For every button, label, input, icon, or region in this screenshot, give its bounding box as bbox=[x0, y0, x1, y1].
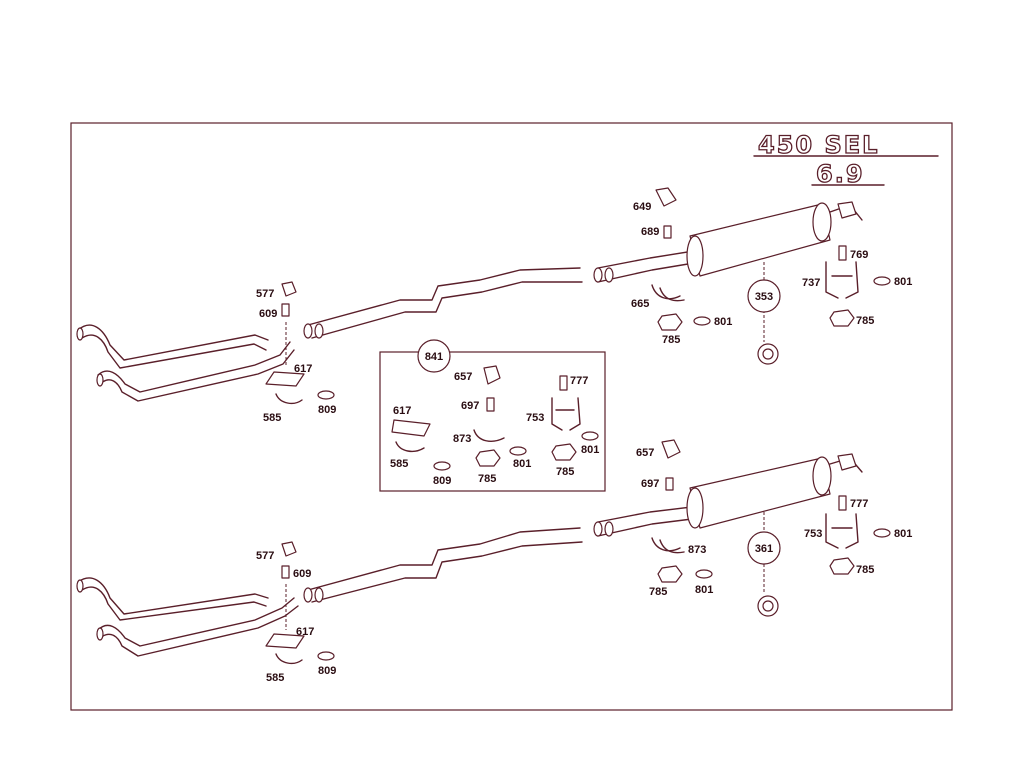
model-name: 450 SEL bbox=[758, 131, 879, 159]
part-label-801: 801 bbox=[513, 458, 531, 470]
part-label-801: 801 bbox=[581, 444, 599, 456]
part-label-649: 649 bbox=[633, 201, 651, 213]
part-label-585: 585 bbox=[390, 458, 408, 470]
part-label-577: 577 bbox=[256, 288, 274, 300]
part-label-777: 777 bbox=[570, 375, 588, 387]
upper-exhaust-assembly: 649 689 665 785 801 769 737 801 785 577 … bbox=[76, 187, 912, 424]
part-label-785: 785 bbox=[649, 586, 667, 598]
inset-detail-box: 841 657 697 617 873 585 809 785 801 777 … bbox=[379, 339, 606, 492]
part-label-617: 617 bbox=[393, 405, 411, 417]
part-label-617: 617 bbox=[294, 363, 312, 375]
callout-841 bbox=[417, 339, 451, 373]
part-label-801: 801 bbox=[894, 276, 912, 288]
part-label-697: 697 bbox=[641, 478, 659, 490]
middle-pipe bbox=[307, 527, 581, 591]
part-label-657: 657 bbox=[454, 371, 472, 383]
front-pipe-left bbox=[77, 577, 269, 615]
part-label-753: 753 bbox=[804, 528, 822, 540]
mount-649 bbox=[655, 187, 677, 207]
front-pipe-right bbox=[97, 597, 295, 647]
part-label-617: 617 bbox=[296, 626, 314, 638]
part-label-801: 801 bbox=[894, 528, 912, 540]
part-label-801: 801 bbox=[714, 316, 732, 328]
callout-841-label: 841 bbox=[425, 351, 443, 363]
part-label-809: 809 bbox=[433, 475, 451, 487]
part-label-585: 585 bbox=[263, 412, 281, 424]
part-label-777: 777 bbox=[850, 498, 868, 510]
part-label-801: 801 bbox=[695, 584, 713, 596]
part-label-689: 689 bbox=[641, 226, 659, 238]
part-label-769: 769 bbox=[850, 249, 868, 261]
callout-353-label: 353 bbox=[755, 291, 773, 303]
front-pipe-right bbox=[97, 341, 291, 393]
part-label-697: 697 bbox=[461, 400, 479, 412]
engine-variant: 6.9 bbox=[816, 160, 865, 188]
model-title: 450 SEL 6.9 bbox=[753, 130, 939, 189]
part-label-577: 577 bbox=[256, 550, 274, 562]
rear-muffler bbox=[689, 203, 831, 277]
front-pipe-left bbox=[77, 324, 269, 361]
rear-muffler bbox=[689, 457, 831, 529]
part-label-665: 665 bbox=[631, 298, 649, 310]
callout-361 bbox=[747, 531, 781, 565]
part-label-785: 785 bbox=[662, 334, 680, 346]
part-label-753: 753 bbox=[526, 412, 544, 424]
part-label-737: 737 bbox=[802, 277, 820, 289]
part-label-785: 785 bbox=[856, 315, 874, 327]
part-label-873: 873 bbox=[453, 433, 471, 445]
lower-exhaust-assembly: 657 697 873 785 801 777 753 801 785 577 … bbox=[76, 439, 912, 684]
part-label-785: 785 bbox=[856, 564, 874, 576]
part-label-873: 873 bbox=[688, 544, 706, 556]
part-label-609: 609 bbox=[259, 308, 277, 320]
part-label-609: 609 bbox=[293, 568, 311, 580]
diagram-frame bbox=[70, 122, 953, 711]
part-label-809: 809 bbox=[318, 404, 336, 416]
part-label-585: 585 bbox=[266, 672, 284, 684]
part-label-809: 809 bbox=[318, 665, 336, 677]
part-label-785: 785 bbox=[556, 466, 574, 478]
part-label-657: 657 bbox=[636, 447, 654, 459]
callout-353 bbox=[747, 279, 781, 313]
callout-361-label: 361 bbox=[755, 543, 773, 555]
middle-pipe bbox=[307, 267, 581, 326]
part-label-785: 785 bbox=[478, 473, 496, 485]
